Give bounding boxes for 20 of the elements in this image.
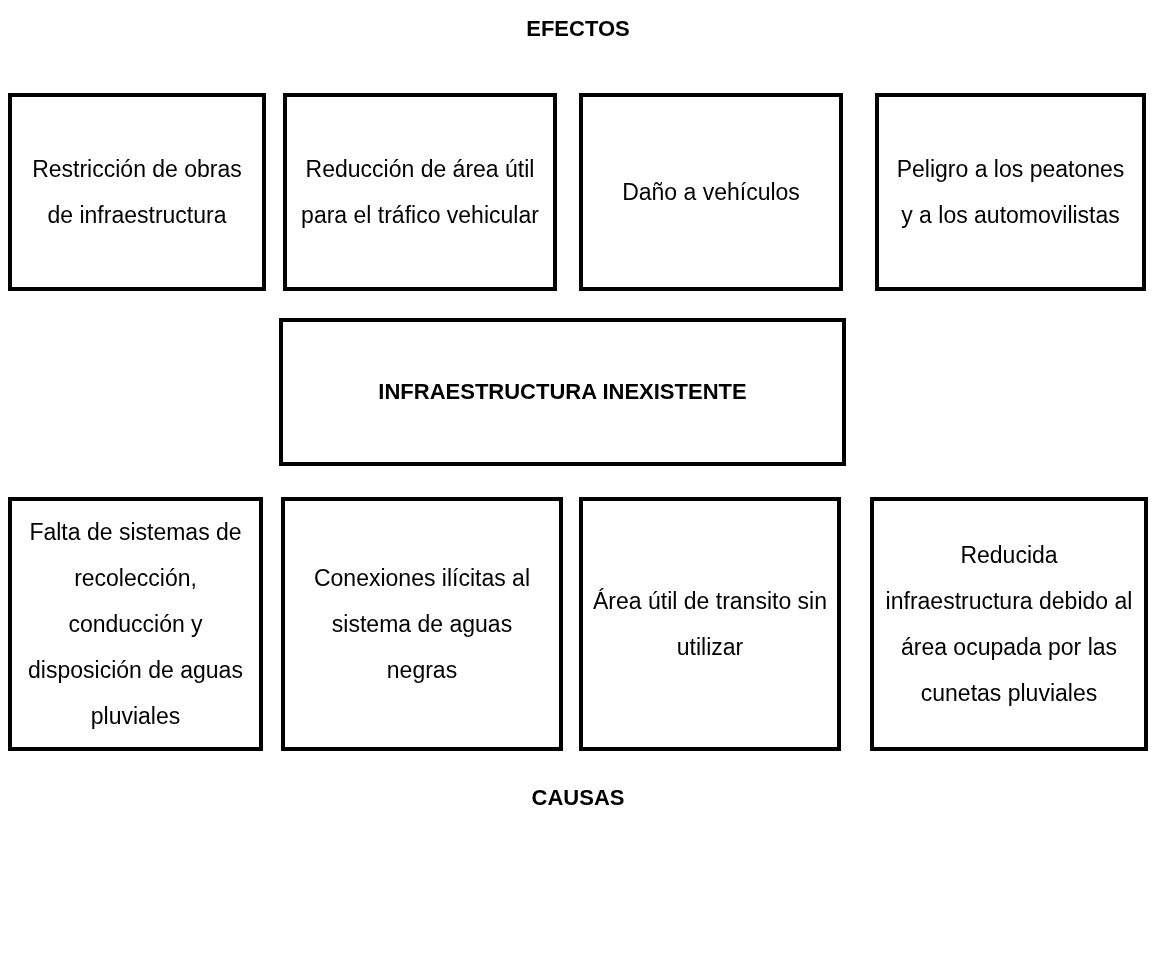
box-text: Peligro a los peatones y a los automovilistas <box>895 155 1126 230</box>
text-box <box>875 93 1146 291</box>
heading-text: INFRAESTRUCTURA INEXISTENTE <box>378 378 747 406</box>
section-heading: EFECTOS <box>526 16 630 42</box>
box-text: Área útil de transito sin utilizar <box>593 587 827 662</box>
text-box <box>870 497 1148 751</box>
box-text: Restricción de obras de infraestructura <box>31 155 243 230</box>
text-box <box>8 93 266 291</box>
text-box <box>579 93 843 291</box>
text-box <box>283 93 557 291</box>
box-text: Conexiones ilícitas al sistema de aguas negras <box>312 564 532 685</box>
box-text: Daño a vehículos <box>622 178 800 207</box>
text-box <box>281 497 563 751</box>
box-text: Falta de sistemas de recolección, conducción y disposición de aguas pluviales <box>27 518 244 731</box>
box-text: Reducción de área útil para el tráfico vehicular <box>300 155 540 230</box>
text-box <box>8 497 263 751</box>
section-heading: CAUSAS <box>531 785 625 811</box>
text-box <box>579 497 841 751</box>
text-box <box>279 318 846 466</box>
box-text: Reducida infraestructura debido al área ocupada por las cunetas pluviales <box>884 541 1134 708</box>
